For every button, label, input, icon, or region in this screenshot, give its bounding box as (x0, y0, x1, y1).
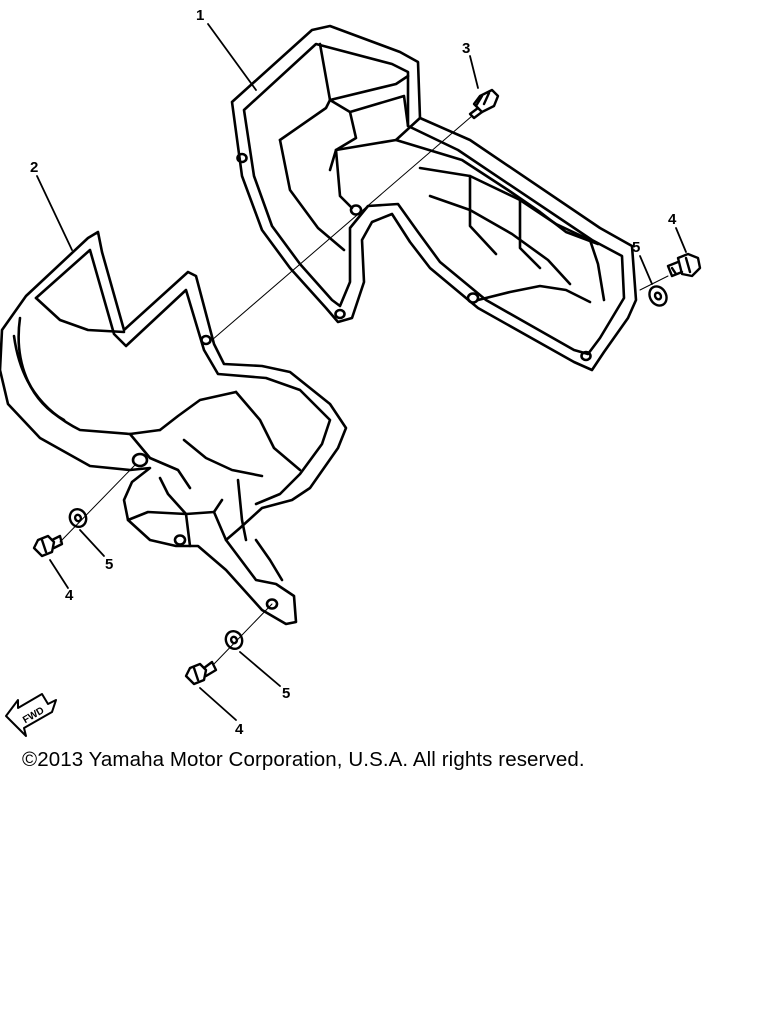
fwd-arrow-icon (5, 693, 57, 737)
callout-part-5-right: 5 (632, 239, 640, 256)
callout-part-4-left: 4 (65, 587, 74, 604)
bolt-part-4-right (666, 252, 702, 278)
callout-part-2: 2 (30, 159, 38, 176)
callout-part-4-right: 4 (668, 211, 677, 228)
washer-part-5-left (68, 507, 88, 529)
assembly-lines (59, 115, 669, 665)
washer-part-5-bottom (224, 629, 244, 651)
cover-part-1 (230, 24, 638, 372)
callouts: 1 2 3 4 5 5 4 5 4 (30, 7, 677, 738)
callout-part-4-bottom: 4 (235, 721, 244, 738)
washer-part-5-right (648, 285, 668, 307)
callout-part-3: 3 (462, 40, 470, 57)
bolt-part-4-left (32, 534, 64, 558)
bolt-part-4-bottom (184, 660, 218, 686)
exploded-parts-diagram: FWD 1 2 3 4 5 5 4 5 4 (0, 7, 702, 738)
leader-lines (36, 23, 687, 721)
callout-part-5-bottom: 5 (282, 685, 290, 702)
bolt-part-3 (468, 88, 500, 120)
copyright-notice: ©2013 Yamaha Motor Corporation, U.S.A. A… (22, 748, 585, 771)
cover-part-2 (0, 230, 348, 626)
callout-part-5-left: 5 (105, 556, 113, 573)
callout-part-1: 1 (196, 7, 204, 24)
